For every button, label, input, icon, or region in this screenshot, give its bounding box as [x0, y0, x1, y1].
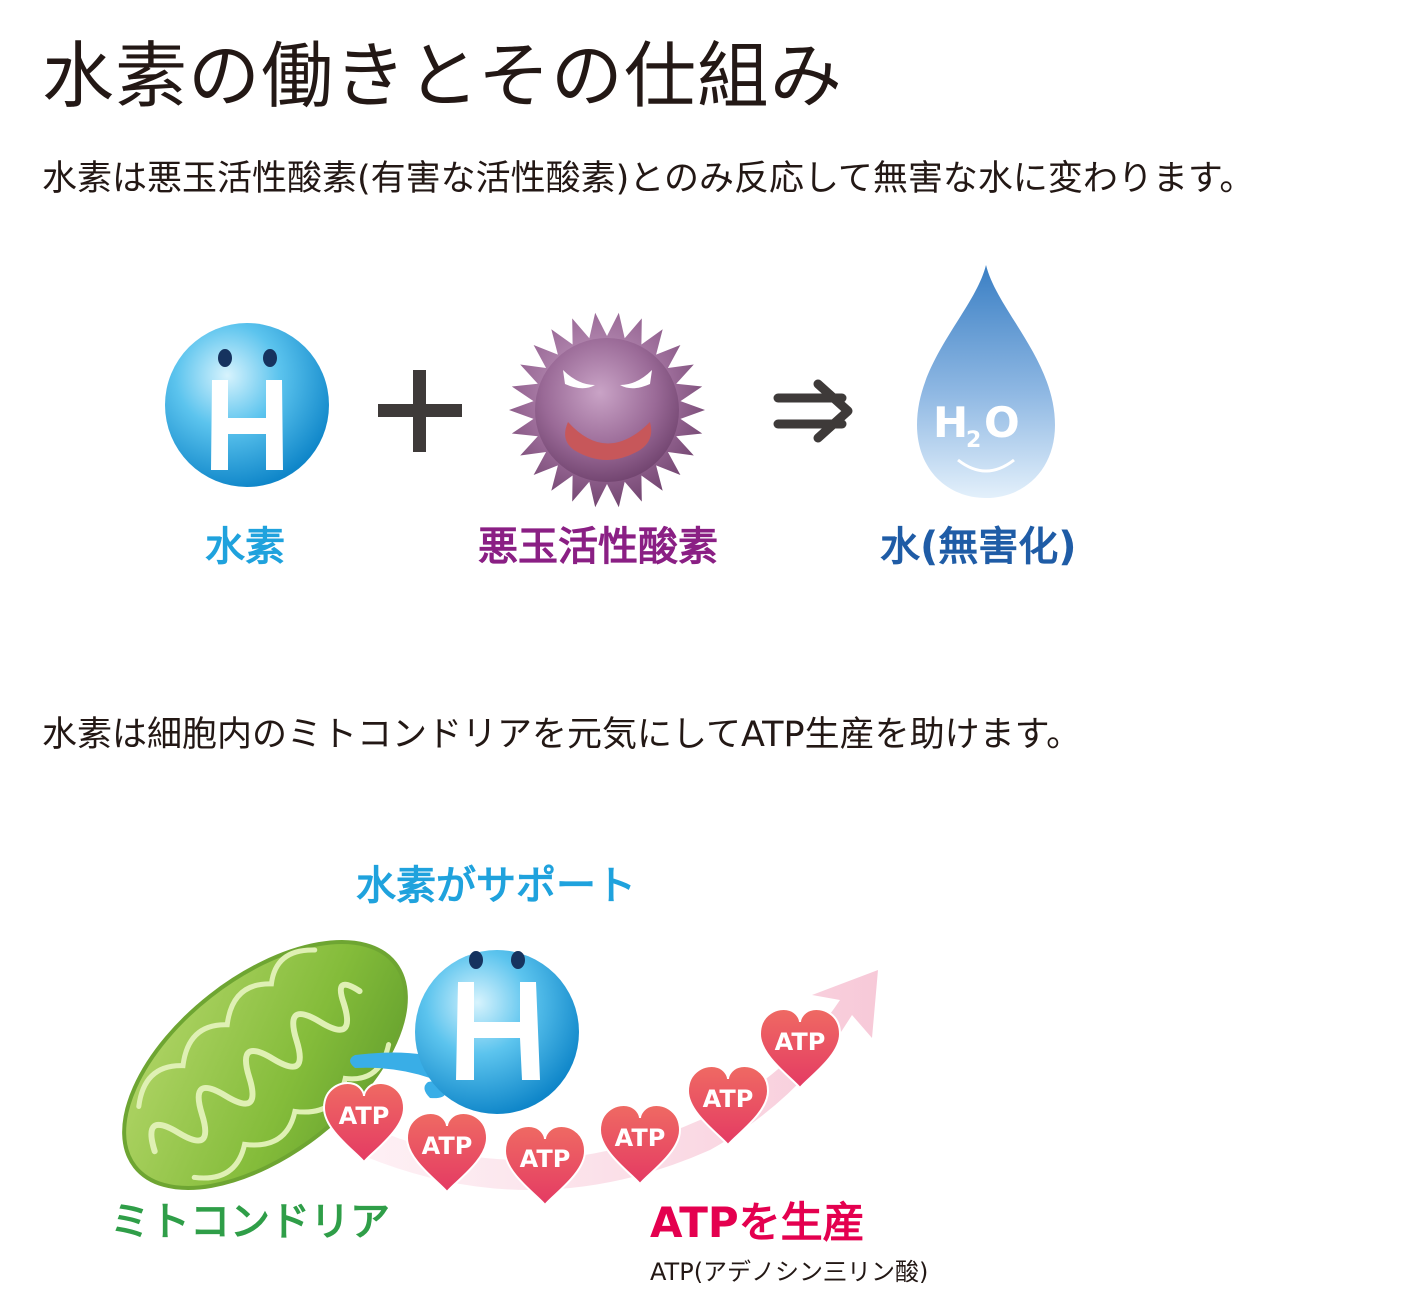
plus-icon [378, 370, 462, 452]
intro-text-atp: 水素は細胞内のミトコンドリアを元気にしてATP生産を助けます。 [42, 715, 1082, 755]
atp-definition-label: ATP(アデノシン三リン酸) [650, 1258, 929, 1286]
hydrogen-helper-icon [350, 950, 579, 1114]
hydrogen-label: 水素 [205, 524, 285, 570]
water-label: 水(無害化) [880, 524, 1077, 570]
bad-oxygen-label: 悪玉活性酸素 [478, 524, 718, 570]
atp-heart-label: ATP [339, 1102, 390, 1130]
atp-heart-label: ATP [615, 1124, 666, 1152]
atp-heart-5: ATP [686, 1065, 770, 1147]
atp-heart-1: ATP [322, 1082, 406, 1164]
atp-heart-6: ATP [758, 1008, 842, 1090]
atp-heart-label: ATP [422, 1132, 473, 1160]
water-formula-h: H [933, 398, 968, 447]
mitochondria-icon [122, 940, 408, 1190]
atp-heart-label: ATP [775, 1028, 826, 1056]
atp-heart-2: ATP [405, 1112, 489, 1194]
arrow-implies-icon [773, 379, 853, 443]
atp-heart-label: ATP [703, 1085, 754, 1113]
atp-heart-3: ATP [503, 1125, 587, 1207]
water-formula-sub: 2 [966, 428, 981, 453]
water-drop-icon: H 2 O [917, 265, 1055, 498]
atp-hearts: ATP ATP ATP ATP ATP ATP [322, 1008, 842, 1207]
hydrogen-character-icon [165, 323, 329, 487]
bad-oxygen-virus-icon [509, 312, 705, 508]
growth-arrow-icon [350, 970, 878, 1190]
intro-text-reaction: 水素は悪玉活性酸素(有害な活性酸素)とのみ反応して無害な水に変わります。 [42, 159, 1255, 199]
atp-heart-label: ATP [520, 1145, 571, 1173]
atp-heart-4: ATP [598, 1104, 682, 1186]
mitochondria-label: ミトコンドリア [110, 1199, 390, 1245]
hydrogen-support-label: 水素がサポート [356, 863, 636, 909]
water-formula-o: O [984, 398, 1020, 447]
page-title: 水素の働きとその仕組み [42, 34, 843, 118]
atp-production-label: ATPを生産 [650, 1198, 865, 1247]
